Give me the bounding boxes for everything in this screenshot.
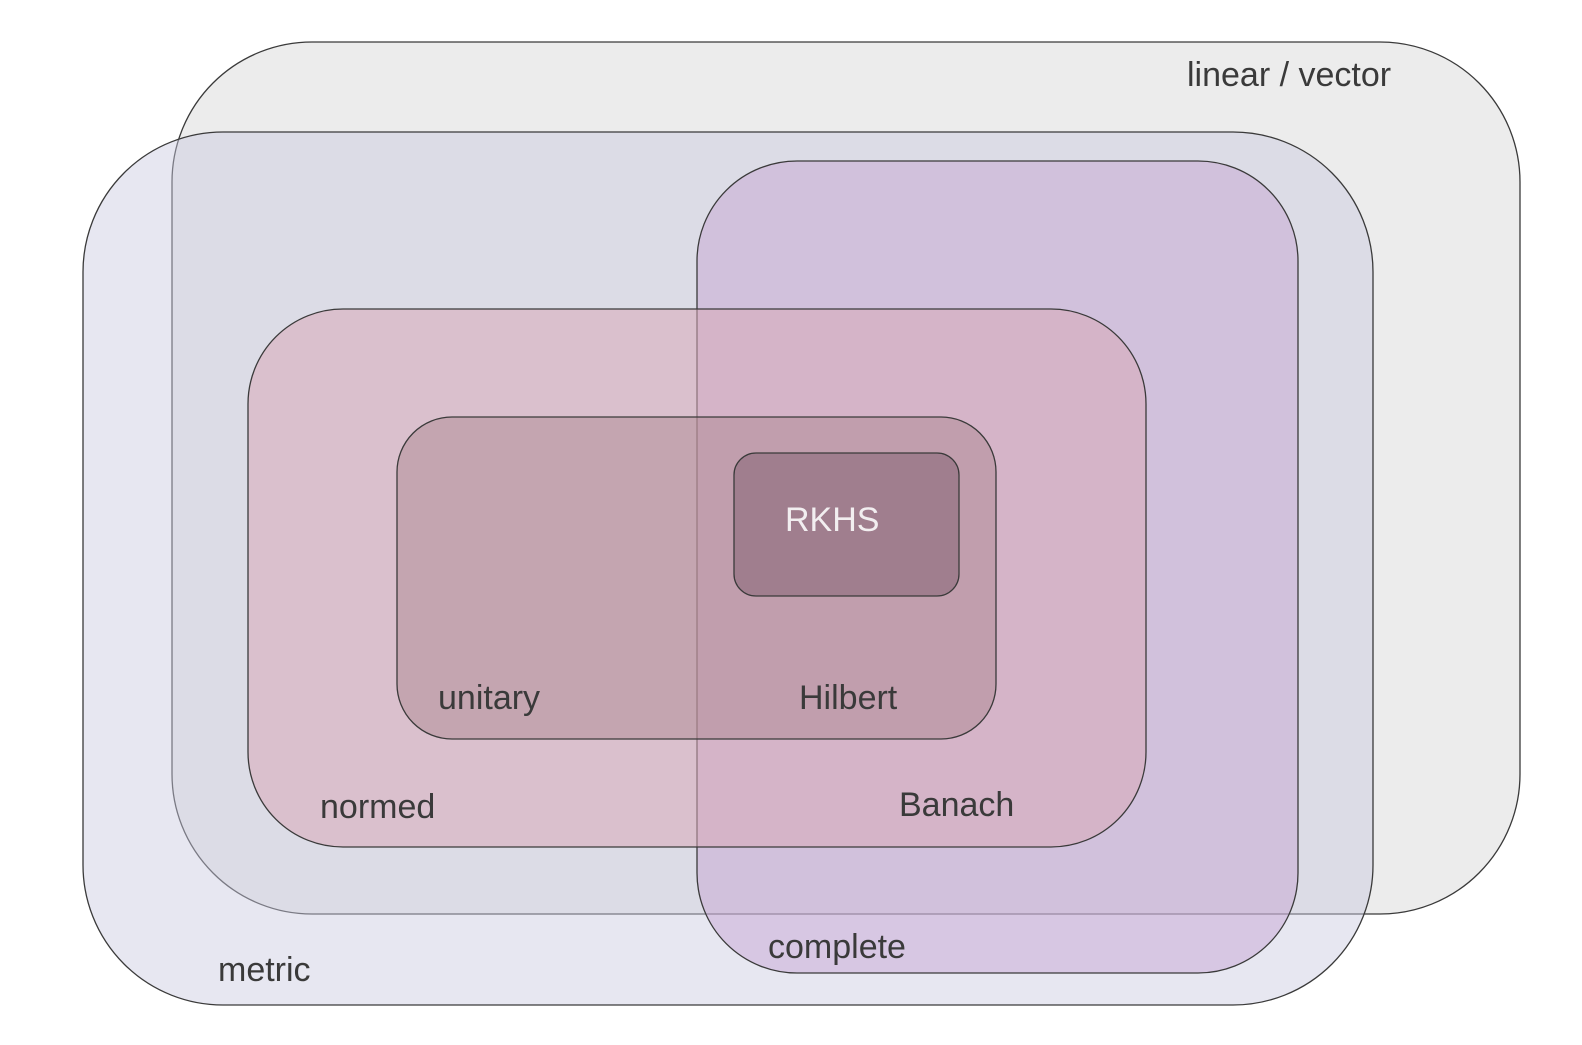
label-complete: complete (768, 928, 906, 966)
label-banach: Banach (899, 786, 1014, 824)
label-hilbert: Hilbert (799, 679, 898, 717)
label-normed: normed (320, 788, 435, 826)
label-linear-vector: linear / vector (1187, 56, 1391, 94)
label-metric: metric (218, 951, 311, 989)
label-rkhs: RKHS (785, 501, 879, 539)
region-rkhs (733, 452, 960, 597)
label-unitary: unitary (438, 679, 540, 717)
region-normed (247, 308, 1147, 848)
